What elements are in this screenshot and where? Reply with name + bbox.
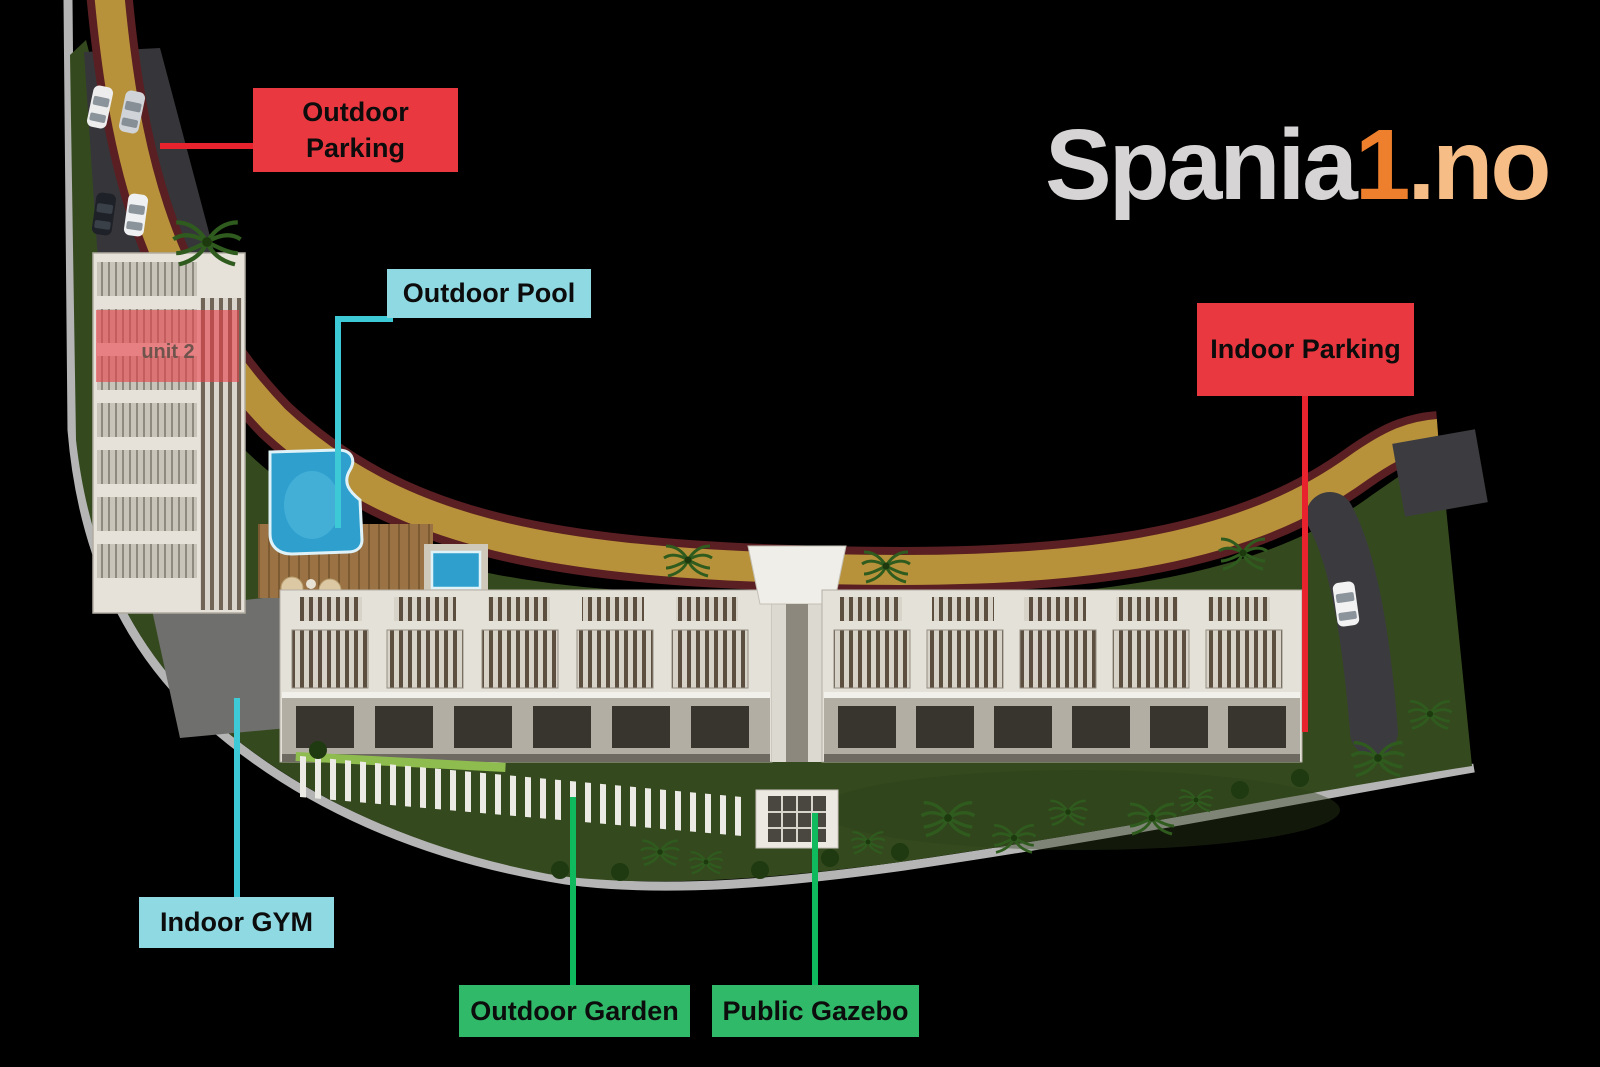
- unit2-label: unit 2: [141, 341, 194, 363]
- indoor-parking-driveway: [1306, 492, 1398, 756]
- logo-text-tld: .no: [1407, 109, 1552, 221]
- public-gazebo-structure: [755, 789, 839, 849]
- label-public-gazebo: Public Gazebo: [712, 985, 919, 1037]
- bush: [551, 861, 569, 879]
- leader-line-outdoor-garden: [570, 797, 576, 987]
- label-indoor-gym: Indoor GYM: [139, 897, 334, 948]
- bush: [751, 861, 769, 879]
- leader-line-outdoor-parking: [160, 143, 256, 149]
- logo-text-brand: Spania: [1045, 109, 1358, 221]
- bush: [1231, 781, 1249, 799]
- label-outdoor-parking: Outdoor Parking: [253, 88, 458, 172]
- parked-car: [123, 193, 149, 237]
- driveway-car: [1332, 581, 1360, 627]
- bush: [821, 849, 839, 867]
- bush: [611, 863, 629, 881]
- label-indoor-parking: Indoor Parking: [1197, 303, 1414, 396]
- label-outdoor-garden-text: Outdoor Garden: [470, 995, 679, 1026]
- parked-car: [91, 192, 117, 236]
- utility-pad: [1392, 429, 1488, 517]
- leader-line-outdoor-pool-connector: [335, 316, 393, 322]
- label-outdoor-pool: Outdoor Pool: [387, 269, 591, 318]
- label-public-gazebo-text: Public Gazebo: [722, 995, 909, 1026]
- parked-car: [86, 85, 114, 129]
- label-outdoor-parking-text: Outdoor Parking: [302, 96, 409, 163]
- parked-car: [118, 90, 146, 134]
- leader-line-public-gazebo: [812, 813, 818, 987]
- jacuzzi-pool: [430, 550, 482, 590]
- bush: [309, 741, 327, 759]
- leader-line-outdoor-pool: [335, 318, 341, 528]
- leader-line-indoor-gym: [234, 698, 240, 899]
- left-building: unit 2: [92, 252, 246, 614]
- bush: [1291, 769, 1309, 787]
- brand-logo: Spania1.no: [1045, 108, 1552, 223]
- grass-shade: [820, 770, 1340, 850]
- unit2-overlay: [96, 310, 239, 382]
- plaza: [152, 596, 288, 738]
- hedge: [295, 752, 506, 772]
- bush: [891, 843, 909, 861]
- building-left-wing: [279, 589, 773, 763]
- building-right-wing: [821, 589, 1303, 763]
- leader-line-indoor-parking: [1302, 394, 1308, 732]
- label-indoor-gym-text: Indoor GYM: [160, 907, 313, 938]
- label-outdoor-pool-text: Outdoor Pool: [402, 278, 576, 309]
- logo-text-digit: 1: [1354, 109, 1411, 221]
- label-outdoor-garden: Outdoor Garden: [459, 985, 690, 1037]
- outdoor-garden-path: [300, 756, 742, 836]
- label-indoor-parking-text: Indoor Parking: [1210, 334, 1401, 365]
